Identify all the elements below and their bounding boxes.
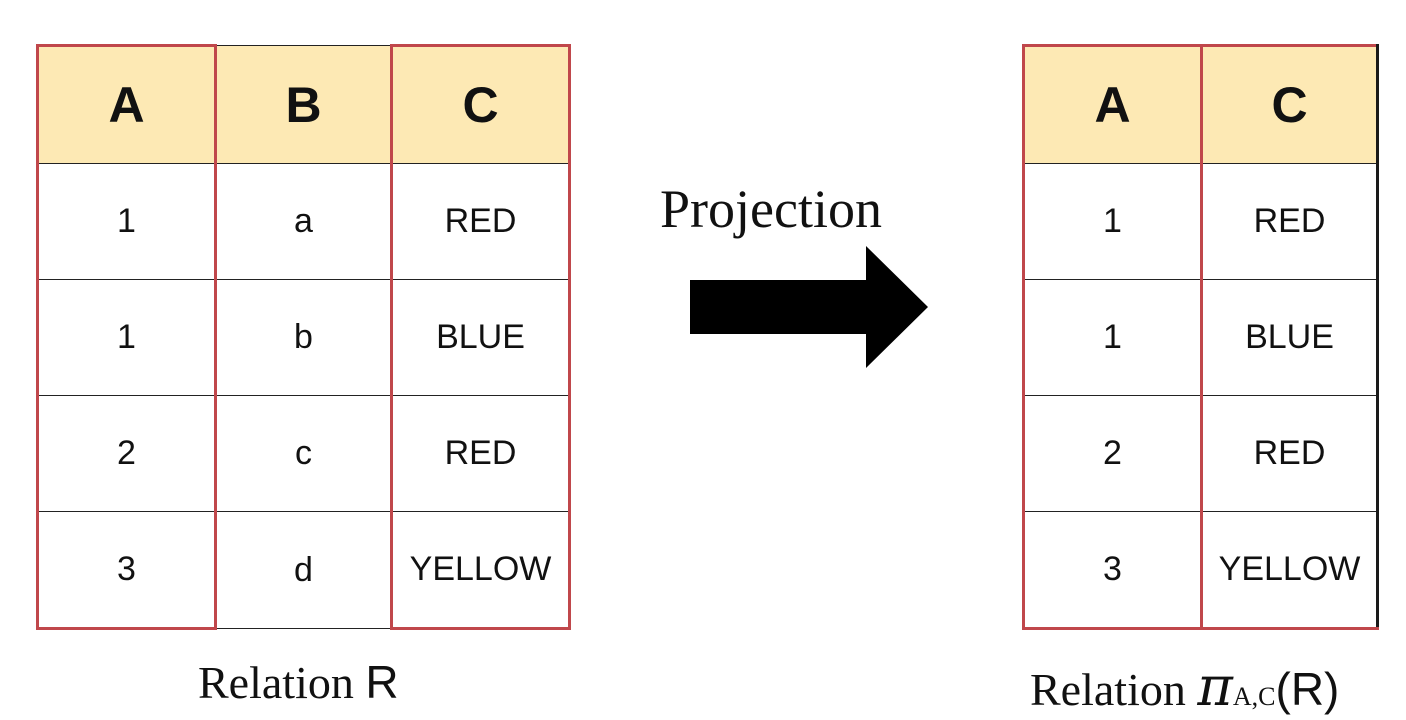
table-cell: 1 <box>36 279 217 396</box>
table-cell: 1 <box>36 163 217 280</box>
relation-r-table: A B C 1 a RED 1 b BLUE 2 c RED 3 d YELLO… <box>36 44 571 630</box>
table-cell: RED <box>390 163 571 280</box>
table-cell: c <box>215 395 392 512</box>
caption-relation-name: R <box>365 656 399 708</box>
table-cell: YELLOW <box>390 511 571 630</box>
table-row: 1 RED <box>1022 163 1379 280</box>
table-row: 1 b BLUE <box>36 279 571 396</box>
caption-word: Relation <box>198 657 354 708</box>
relation-projection-header-row: A C <box>1022 44 1379 164</box>
column-header-a: A <box>1022 44 1203 164</box>
column-header-c: C <box>1200 44 1379 164</box>
table-cell: 2 <box>1022 395 1203 512</box>
table-cell: a <box>215 163 392 280</box>
table-row: 2 c RED <box>36 395 571 512</box>
table-cell: RED <box>390 395 571 512</box>
table-row: 3 YELLOW <box>1022 511 1379 630</box>
table-cell: 2 <box>36 395 217 512</box>
relation-projection-table: A C 1 RED 1 BLUE 2 RED 3 YELLOW <box>1022 44 1379 630</box>
relation-projection-caption: Relation πA,C(R) <box>1030 655 1339 718</box>
table-cell: d <box>215 511 392 629</box>
table-cell: RED <box>1200 395 1379 512</box>
table-row: 1 a RED <box>36 163 571 280</box>
table-cell: 1 <box>1022 163 1203 280</box>
relation-r-header-row: A B C <box>36 44 571 164</box>
caption-word: Relation <box>1030 664 1186 715</box>
projection-label: Projection <box>660 179 882 239</box>
table-cell: YELLOW <box>1200 511 1379 630</box>
projection-subscript: A,C <box>1232 682 1276 711</box>
column-header-b: B <box>215 45 392 164</box>
pi-symbol: π <box>1197 655 1233 718</box>
right-arrow-icon <box>690 246 928 368</box>
table-row: 2 RED <box>1022 395 1379 512</box>
table-cell: BLUE <box>390 279 571 396</box>
table-row: 1 BLUE <box>1022 279 1379 396</box>
caption-relation-name: R <box>1290 663 1325 715</box>
column-header-c: C <box>390 44 571 164</box>
table-cell: 3 <box>36 511 217 630</box>
relation-r-caption: Relation R <box>198 655 399 709</box>
table-row: 3 d YELLOW <box>36 511 571 630</box>
table-cell: BLUE <box>1200 279 1379 396</box>
column-header-a: A <box>36 44 217 164</box>
caption-open-paren: ( <box>1275 663 1291 715</box>
table-cell: RED <box>1200 163 1379 280</box>
table-cell: b <box>215 279 392 396</box>
caption-close-paren: ) <box>1324 663 1340 715</box>
table-cell: 1 <box>1022 279 1203 396</box>
table-cell: 3 <box>1022 511 1203 630</box>
